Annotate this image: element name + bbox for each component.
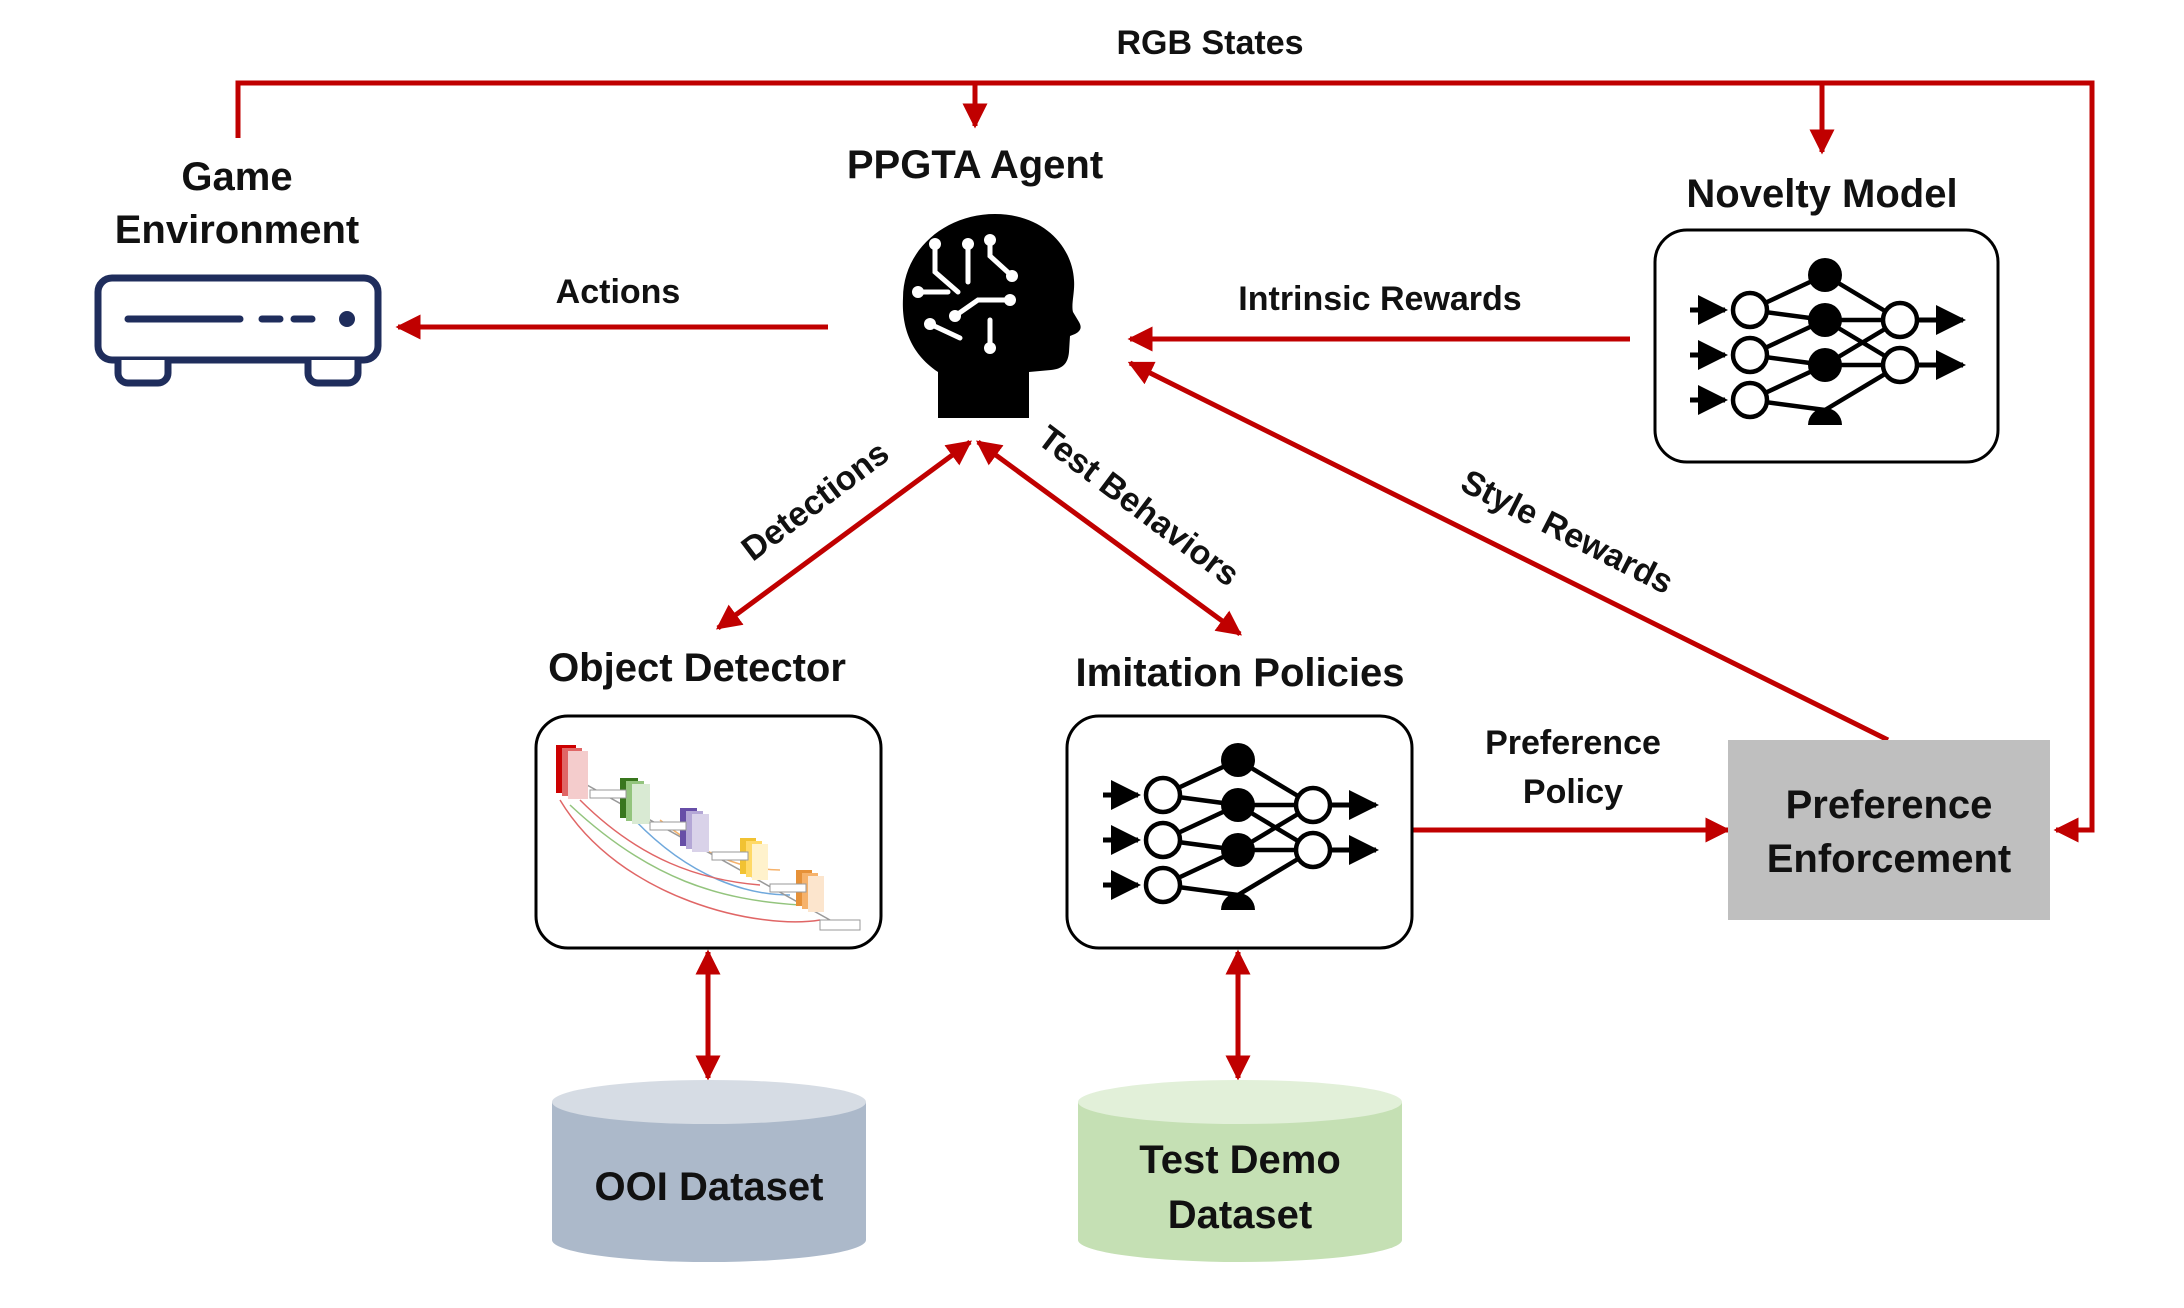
agent-title: PPGTA Agent [847,143,1103,187]
novelty-model-node: Novelty Model [1653,172,2000,464]
game-environment-node: Game Environment [94,155,382,387]
novelty-model-title: Novelty Model [1686,172,1957,216]
preference-policy-label-line1: Preference [1485,724,1661,762]
ai-head-icon [902,214,1081,418]
test-demo-dataset-line1: Test Demo [1139,1138,1341,1182]
ooi-dataset-cylinder [552,1102,866,1262]
intrinsic-rewards-label: Intrinsic Rewards [1238,280,1521,318]
rgb-states-label: RGB States [1116,24,1303,62]
actions-label: Actions [556,273,681,311]
preference-policy-label-line2: Policy [1523,773,1623,811]
game-console-icon [94,274,382,387]
game-environment-title-line2: Environment [115,208,359,252]
preference-enforcement-node: Preference Enforcement [1728,740,2050,920]
preference-enforcement-line1: Preference [1786,783,1993,827]
detections-arrow [715,439,973,631]
preference-enforcement-line2: Enforcement [1767,837,2012,881]
test-demo-dataset-cylinder [1078,1102,1402,1262]
imitation-policies-node: Imitation Policies [1065,651,1414,950]
imitation-policies-title: Imitation Policies [1076,651,1405,695]
ooi-dataset-node: OOI Dataset [552,1080,866,1262]
style-rewards-arrow [1127,360,1890,743]
preference-enforcement-box [1728,740,2050,920]
ooi-dataset-label: OOI Dataset [595,1165,824,1209]
object-detector-title: Object Detector [548,646,846,690]
connections [235,80,2095,1081]
object-detector-node: Object Detector [534,646,883,950]
test-demo-dataset-node: Test Demo Dataset [1078,1080,1402,1262]
test-demo-dataset-line2: Dataset [1168,1193,1313,1237]
rgb-states-bus [235,80,2095,843]
detections-label: Detections [735,434,897,569]
game-environment-title-line1: Game [181,155,292,199]
test-behaviors-arrow [975,439,1243,637]
cnn-architecture-thumbnail [556,745,861,931]
agent-node: PPGTA Agent [847,143,1103,418]
